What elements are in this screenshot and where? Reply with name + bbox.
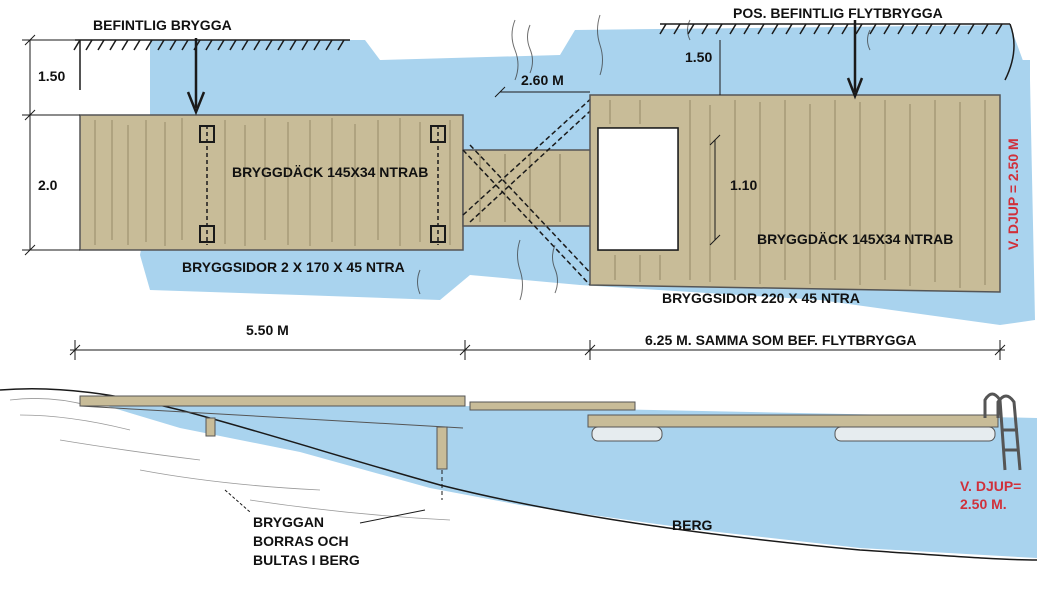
- label-existing-pier: BEFINTLIG BRYGGA: [93, 17, 232, 33]
- label-sides-right: BRYGGSIDOR 220 X 45 NTRA: [662, 290, 860, 306]
- right-deck: [589, 94, 1001, 293]
- ladder: [983, 392, 1022, 471]
- label-dim-cutout: 1.10: [730, 177, 757, 193]
- shore-hatch-left: [73, 39, 350, 90]
- label-sides-left: BRYGGSIDOR 2 X 170 X 45 NTRA: [182, 259, 405, 275]
- shore-hatch-right: [659, 23, 1015, 81]
- left-deck-area: [79, 114, 464, 251]
- right-water-strip: [1000, 60, 1030, 310]
- left-deck: [79, 114, 464, 251]
- pointer-arrows: [186, 20, 864, 116]
- label-deck-left: BRYGGDÄCK 145X34 NTRAB: [232, 164, 428, 180]
- label-pier-note-3: BULTAS I BERG: [253, 552, 360, 568]
- wave-strokes: [417, 14, 871, 301]
- section-view: [0, 387, 1037, 561]
- label-len-left: 5.50 M: [246, 322, 289, 338]
- label-depth-bottom-1: V. DJUP=: [960, 478, 1021, 494]
- label-dim-left-offset: 1.50: [38, 68, 65, 84]
- label-depth-bottom-2: 2.50 M.: [960, 496, 1007, 512]
- label-len-right: 6.25 M. SAMMA SOM BEF. FLYTBRYGGA: [645, 332, 916, 348]
- label-depth-vertical: V. DJUP = 2.50 M: [1005, 138, 1021, 250]
- label-pier-note-2: BORRAS OCH: [253, 533, 349, 549]
- label-pos-existing-float: POS. BEFINTLIG FLYTBRYGGA: [733, 5, 943, 21]
- section-water: [80, 398, 1037, 558]
- label-deck-right: BRYGGDÄCK 145X34 NTRAB: [757, 231, 953, 247]
- label-pier-note-1: BRYGGAN: [253, 514, 324, 530]
- label-dim-gap: 2.60 M: [521, 72, 564, 88]
- label-rock: BERG: [672, 517, 713, 533]
- label-dim-right-offset: 1.50: [685, 49, 712, 65]
- dimension-lines: [22, 34, 1006, 360]
- label-dim-left-width: 2.0: [38, 177, 58, 193]
